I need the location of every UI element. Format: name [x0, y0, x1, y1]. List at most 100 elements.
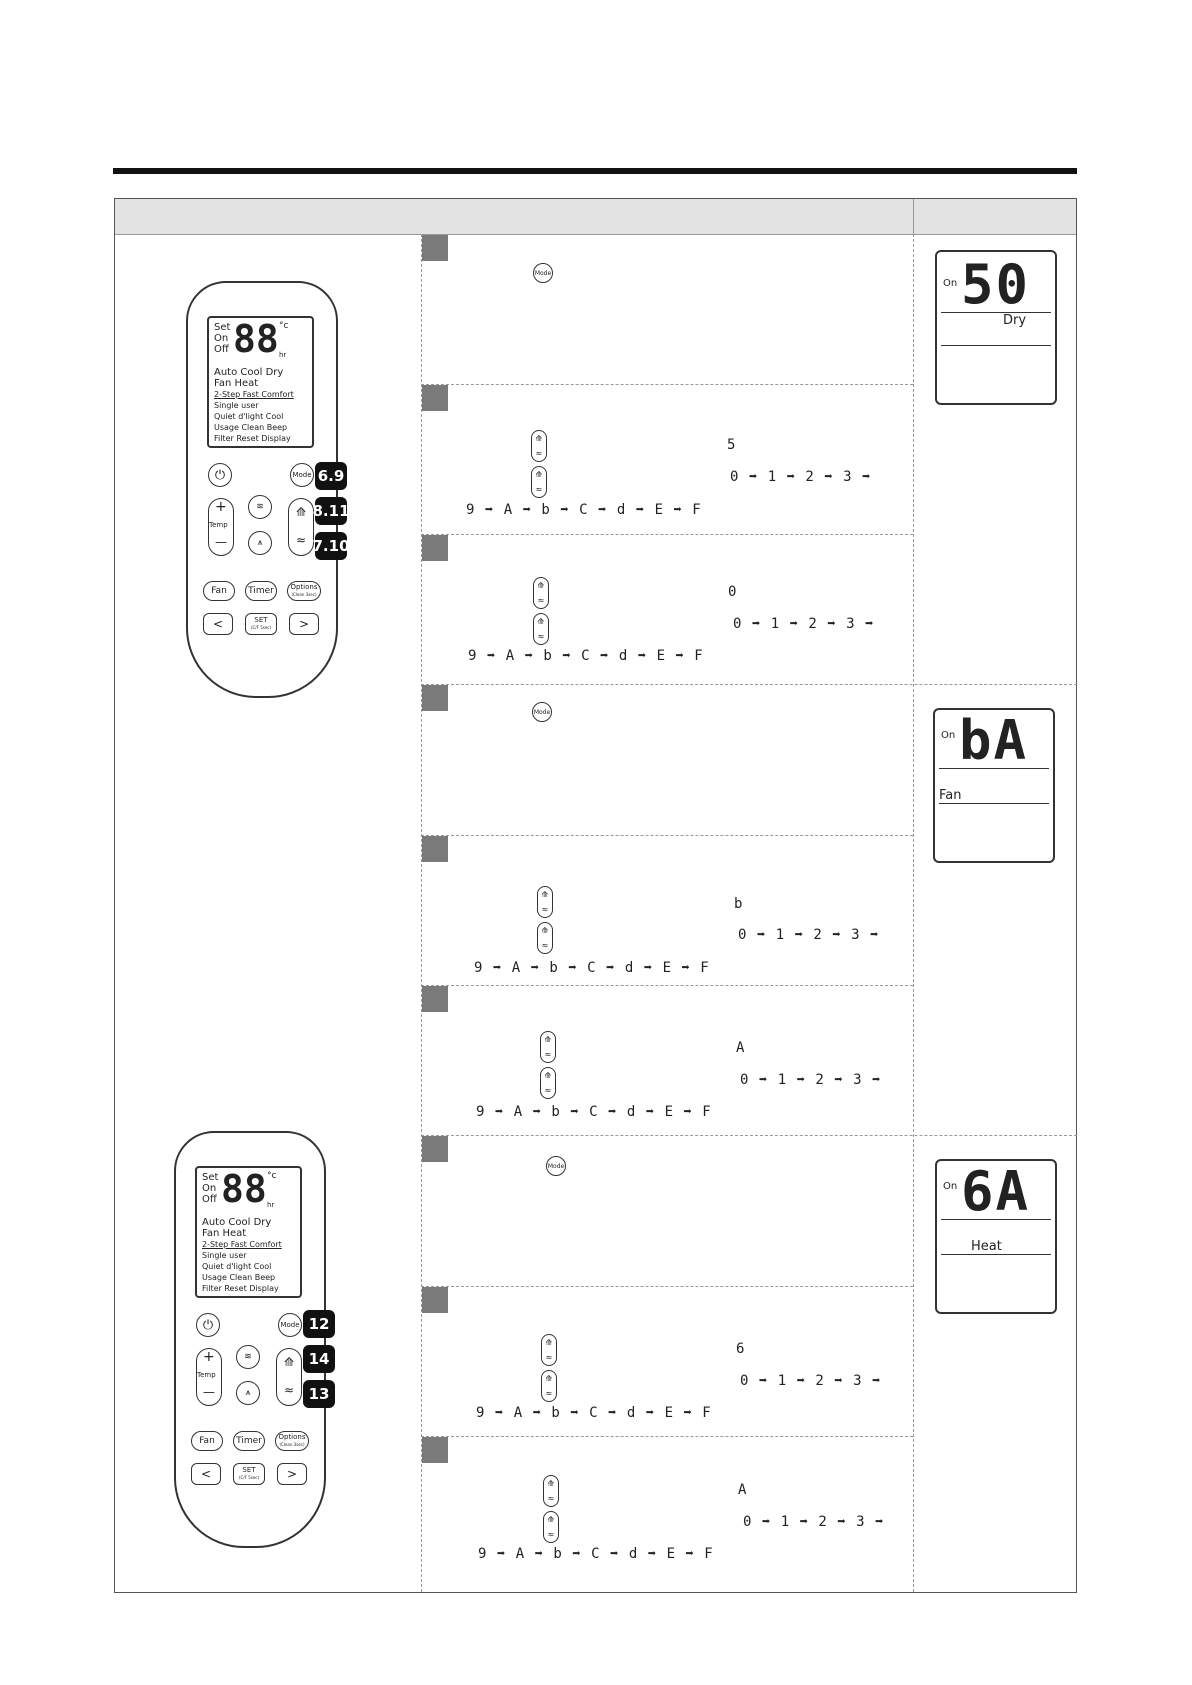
air-swing-icon[interactable]: ≋: [248, 495, 272, 519]
fan-speed-button[interactable]: ⟰ ≈: [288, 498, 314, 556]
row-divider: [421, 835, 913, 836]
options-button[interactable]: Options (Clean 3sec): [287, 581, 321, 601]
step-marker: [422, 1287, 448, 1313]
step-digit: 0: [728, 584, 737, 600]
screen-on: On: [214, 333, 229, 344]
table-header: [115, 199, 1076, 235]
remote-screen: Set On Off 88 °c hr Auto Cool Dry Fan He…: [207, 316, 314, 448]
mode-button[interactable]: Mode: [290, 463, 314, 487]
fan-up-icon: ⟰: [284, 1355, 295, 1369]
right-button[interactable]: >: [277, 1463, 307, 1485]
callout-label: 7.10: [313, 532, 350, 560]
row-divider: [421, 1286, 913, 1287]
step-marker: [422, 385, 448, 411]
fan-speed-button-icon: ⟰≈: [541, 1370, 557, 1402]
fan-speed-button-icon: ⟰≈: [541, 1334, 557, 1366]
screen-digits: 88: [221, 1167, 267, 1211]
screen-set: Set: [202, 1172, 219, 1183]
column-divider: [913, 234, 914, 1592]
row-divider: [421, 1436, 913, 1437]
callout-label: 13: [303, 1380, 335, 1408]
set-button[interactable]: SET (C/F 5sec): [233, 1463, 265, 1485]
right-button[interactable]: >: [289, 613, 319, 635]
callout-label: 6.9: [315, 462, 347, 490]
fan-button[interactable]: Fan: [191, 1431, 223, 1451]
lcd-divider: [941, 1219, 1051, 1220]
step-digit: 5: [727, 437, 736, 453]
column-divider: [421, 234, 422, 1592]
set-label: SET: [242, 1466, 256, 1474]
temp-button[interactable]: + Temp —: [208, 498, 234, 556]
options-label: Options: [278, 1433, 306, 1441]
temp-down-icon: —: [203, 1385, 215, 1399]
row-divider: [421, 534, 913, 535]
fan-speed-button-icon: ⟰≈: [533, 577, 549, 609]
screen-options: Single user: [202, 1251, 247, 1260]
fan-speed-button[interactable]: ⟰ ≈: [276, 1348, 302, 1406]
left-button[interactable]: <: [191, 1463, 221, 1485]
fan-down-icon: ≈: [296, 533, 307, 547]
timer-button[interactable]: Timer: [233, 1431, 265, 1451]
timer-button[interactable]: Timer: [245, 581, 277, 601]
fan-speed-button-icon: ⟰≈: [540, 1067, 556, 1099]
digit-sequence: 0 ➡ 1 ➡ 2 ➡ 3 ➡: [743, 1514, 885, 1530]
remote-control: Set On Off 88 °c hr Auto Cool Dry Fan He…: [174, 1131, 326, 1548]
lcd-divider: [941, 312, 1051, 313]
windfree-icon[interactable]: ⩚: [248, 531, 272, 555]
temp-label: Temp: [197, 1371, 216, 1379]
set-button[interactable]: SET (C/F 5sec): [245, 613, 277, 635]
fan-speed-button-icon: ⟰≈: [531, 466, 547, 498]
digit-sequence: 9 ➡ A ➡ b ➡ C ➡ d ➡ E ➡ F: [468, 648, 704, 664]
fan-button[interactable]: Fan: [203, 581, 235, 601]
screen-set: Set: [214, 322, 231, 333]
screen-options: Filter Reset Display: [202, 1284, 279, 1293]
screen-modes: Auto Cool Dry: [202, 1217, 272, 1228]
options-button[interactable]: Options (Clean 3sec): [275, 1431, 309, 1451]
step-marker: [422, 685, 448, 711]
fan-speed-button-icon: ⟰≈: [543, 1511, 559, 1543]
air-swing-icon[interactable]: ≋: [236, 1345, 260, 1369]
screen-unit: °c: [267, 1171, 277, 1181]
screen-options: Usage Clean Beep: [202, 1273, 276, 1282]
lcd-value: bA: [959, 709, 1029, 772]
screen-modes: Auto Cool Dry: [214, 367, 284, 378]
screen-on: On: [202, 1183, 217, 1194]
lcd-mode-label: Dry: [1003, 313, 1027, 328]
digit-sequence: 9 ➡ A ➡ b ➡ C ➡ d ➡ E ➡ F: [478, 1546, 714, 1562]
remote-control: Set On Off 88 °c hr Auto Cool Dry Fan He…: [186, 281, 338, 698]
callout-label: 8.11: [313, 497, 350, 525]
screen-off: Off: [214, 344, 229, 355]
fan-speed-button-icon: ⟰≈: [543, 1475, 559, 1507]
power-icon[interactable]: ⏻: [208, 463, 232, 487]
step-marker: [422, 1437, 448, 1463]
digit-sequence: 9 ➡ A ➡ b ➡ C ➡ d ➡ E ➡ F: [476, 1104, 712, 1120]
temp-down-icon: —: [215, 535, 227, 549]
digit-sequence: 9 ➡ A ➡ b ➡ C ➡ d ➡ E ➡ F: [474, 960, 710, 976]
temp-up-icon: +: [203, 1349, 215, 1365]
left-button[interactable]: <: [203, 613, 233, 635]
temp-label: Temp: [209, 521, 228, 529]
lcd-on-label: On: [943, 278, 958, 289]
mode-button[interactable]: Mode: [278, 1313, 302, 1337]
set-label: SET: [254, 616, 268, 624]
screen-options: 2-Step Fast Comfort: [214, 390, 294, 399]
screen-hr: hr: [279, 351, 287, 359]
lcd-divider: [941, 345, 1051, 346]
lcd-on-label: On: [941, 730, 956, 741]
lcd-mode-label: Fan: [939, 788, 962, 803]
options-sublabel: (Clean 3sec): [291, 592, 317, 597]
row-divider: [421, 684, 1077, 685]
fan-speed-button-icon: ⟰≈: [533, 613, 549, 645]
screen-options: Filter Reset Display: [214, 434, 291, 443]
step-digit: b: [734, 896, 743, 912]
mode-button-icon: Mode: [546, 1156, 566, 1176]
lcd-display: On 6A Heat: [935, 1159, 1057, 1314]
lcd-divider: [941, 1254, 1051, 1255]
windfree-icon[interactable]: ⩚: [236, 1381, 260, 1405]
step-marker: [422, 235, 448, 261]
temp-button[interactable]: + Temp —: [196, 1348, 222, 1406]
screen-options: Usage Clean Beep: [214, 423, 288, 432]
options-sublabel: (Clean 3sec): [279, 1442, 305, 1447]
power-icon[interactable]: ⏻: [196, 1313, 220, 1337]
screen-unit: °c: [279, 321, 289, 331]
